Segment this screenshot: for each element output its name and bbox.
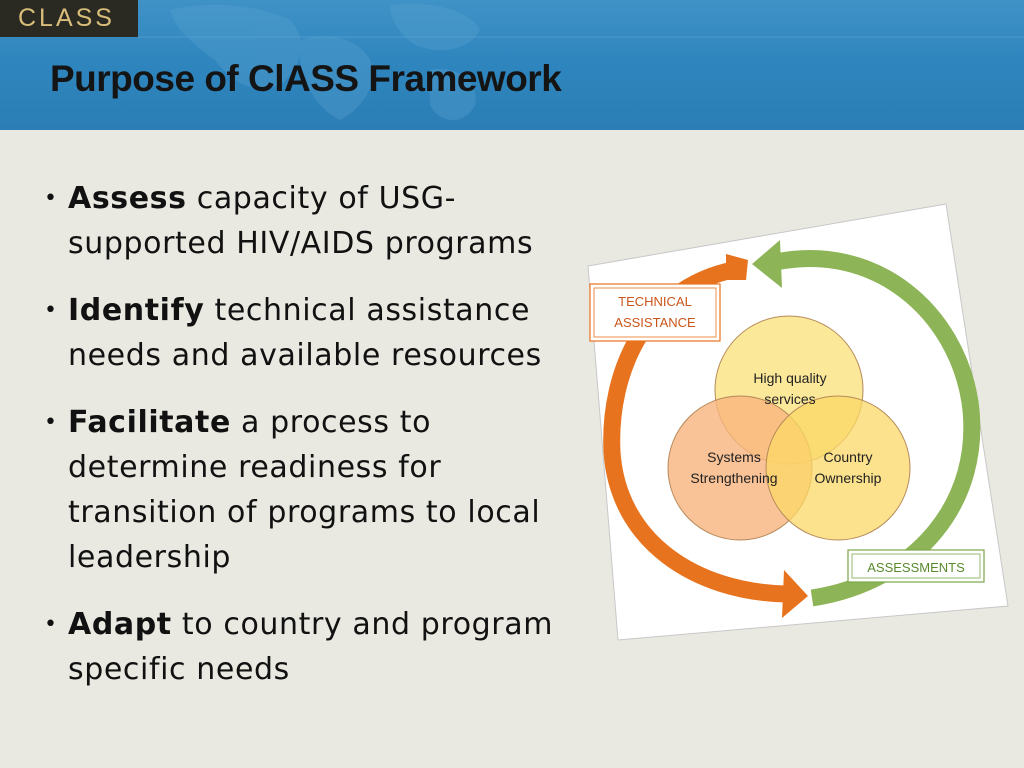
technical-assistance-box-inner <box>593 287 717 338</box>
logo: CLASS <box>0 0 138 37</box>
bullet-text: a process to determine readiness for tra… <box>68 405 541 575</box>
bullet-dot-icon: • <box>44 612 58 637</box>
circle-left-label-line1: Systems <box>707 449 761 465</box>
orange-arrow-tail-icon <box>726 254 748 280</box>
bullet-dot-icon: • <box>44 186 58 211</box>
orange-arrow-tip-icon <box>782 570 808 618</box>
bullet-keyword: Adapt <box>68 607 172 642</box>
bullet-text: capacity of USG-supported HIV/AIDS progr… <box>68 181 534 261</box>
header-bar: CLASS Purpose of ClASS Framework <box>0 0 1024 130</box>
bullet-keyword: Facilitate <box>68 405 231 440</box>
technical-assistance-label-line2: ASSISTANCE <box>614 315 696 330</box>
logo-text: CLASS <box>18 4 115 32</box>
circle-right-label-line1: Country <box>823 449 872 465</box>
page-title: Purpose of ClASS Framework <box>50 58 562 99</box>
technical-assistance-box <box>589 283 721 342</box>
bullet-item-identify: • Identify technical assistance needs an… <box>44 288 592 378</box>
bullet-keyword: Assess <box>68 181 187 216</box>
world-map-watermark <box>138 3 1024 120</box>
bullet-item-adapt: • Adapt to country and program specific … <box>44 602 592 692</box>
technical-assistance-label-line1: TECHNICAL <box>618 294 692 309</box>
bullet-dot-icon: • <box>44 410 58 435</box>
bullet-item-assess: • Assess capacity of USG-supported HIV/A… <box>44 176 592 266</box>
circle-right-label-line2: Ownership <box>815 470 882 486</box>
circle-top-label-line1: High quality <box>753 370 826 386</box>
assessments-box <box>847 549 985 583</box>
class-framework-diagram: TECHNICAL ASSISTANCE ASSESSMENTS High qu… <box>587 203 1009 641</box>
bullet-text: technical assistance needs and available… <box>68 293 542 373</box>
bullet-item-facilitate: • Facilitate a process to determine read… <box>44 400 592 580</box>
circle-country-ownership <box>765 395 911 541</box>
circle-top-label-line2: services <box>764 391 815 407</box>
circle-left-label-line2: Strengthening <box>690 470 777 486</box>
bullet-list: • Assess capacity of USG-supported HIV/A… <box>44 176 592 714</box>
assessments-box-inner <box>851 553 981 579</box>
bullet-keyword: Identify <box>68 293 205 328</box>
bullet-dot-icon: • <box>44 298 58 323</box>
green-arrow-tip-icon <box>752 240 782 288</box>
assessments-label: ASSESSMENTS <box>867 560 965 575</box>
bullet-text: to country and program specific needs <box>68 607 554 687</box>
